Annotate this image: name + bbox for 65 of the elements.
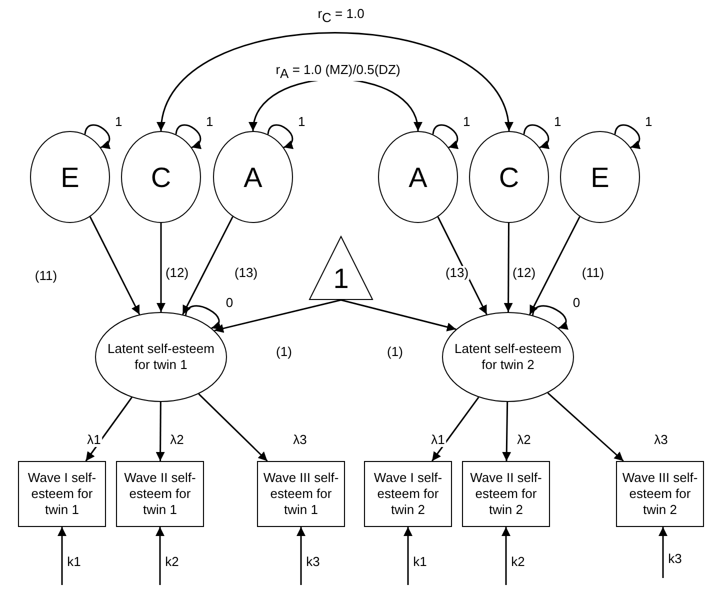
- arrow: [85, 396, 132, 462]
- edge-label: (12): [511, 266, 537, 280]
- edge-label: (13): [233, 266, 259, 280]
- arrow: [156, 223, 166, 312]
- edge-label: k3: [305, 555, 321, 569]
- self-loop-arrow: [84, 124, 111, 148]
- edge-label: k2: [510, 555, 526, 569]
- error-arrow: [156, 527, 164, 585]
- arrow: [547, 392, 624, 462]
- self-loop-arrow: [532, 305, 569, 329]
- error-arrow: [404, 527, 412, 585]
- arrow: [156, 402, 165, 461]
- edge-label: k2: [164, 555, 180, 569]
- observed-variable-box: Wave I self-esteem for twin 2: [364, 461, 452, 527]
- edge-label: k3: [667, 552, 683, 566]
- observed-variable-box: Wave III self-esteem for twin 1: [257, 461, 345, 527]
- factor-circle: A: [378, 131, 458, 223]
- edge-label: (13): [444, 266, 470, 280]
- latent-variable-ellipse: Latent self-esteem for twin 2: [442, 312, 574, 402]
- arrow: [431, 396, 480, 462]
- self-loop-arrow: [175, 124, 202, 148]
- edge-label: (11): [34, 269, 58, 283]
- covariance-arrow: [158, 32, 512, 132]
- edge-label: λ2: [516, 433, 532, 447]
- arrow: [198, 393, 268, 462]
- constant-triangle: 1: [309, 236, 373, 300]
- factor-circle: C: [121, 131, 201, 223]
- self-loop-arrow: [614, 124, 641, 148]
- edge-label: λ2: [169, 433, 185, 447]
- error-arrow: [296, 527, 306, 585]
- observed-variable-box: Wave II self-esteem for twin 2: [462, 461, 550, 527]
- edge-label: λ1: [430, 433, 446, 447]
- observed-variable-box: Wave II self-esteem for twin 1: [116, 461, 204, 527]
- error-arrow: [658, 527, 668, 578]
- edge-label: (1): [275, 345, 293, 359]
- edge-label: 0: [572, 296, 582, 310]
- factor-circle: A: [213, 131, 293, 223]
- edge-label: (1): [386, 345, 404, 359]
- error-arrow: [58, 527, 66, 585]
- arrow: [340, 299, 456, 332]
- factor-circle: C: [469, 131, 549, 223]
- latent-variable-ellipse: Latent self-esteem for twin 1: [95, 312, 227, 402]
- edge-label: λ1: [86, 433, 102, 447]
- edge-label: (11): [580, 266, 606, 280]
- edge-label: 0: [224, 296, 234, 310]
- observed-variable-box: Wave III self-esteem for twin 2: [616, 461, 704, 527]
- edge-label: (12): [164, 266, 190, 280]
- observed-variable-box: Wave I self-esteem for twin 1: [18, 461, 106, 527]
- arrow: [504, 223, 513, 312]
- edge-label: k1: [412, 555, 428, 569]
- arrow: [89, 216, 140, 315]
- arrow: [182, 216, 234, 315]
- edge-label: λ3: [653, 433, 669, 447]
- self-loop-arrow: [267, 124, 294, 148]
- factor-circle: E: [30, 131, 110, 223]
- self-loop-arrow: [523, 124, 550, 148]
- edge-label: λ3: [292, 433, 308, 447]
- self-loop-arrow: [185, 305, 222, 329]
- self-loop-arrow: [432, 124, 459, 148]
- arrow: [214, 299, 342, 333]
- arrow: [529, 216, 580, 315]
- error-arrow: [502, 527, 510, 585]
- factor-circle: E: [560, 131, 640, 223]
- edge-label: k1: [66, 555, 82, 569]
- arrow: [502, 402, 512, 462]
